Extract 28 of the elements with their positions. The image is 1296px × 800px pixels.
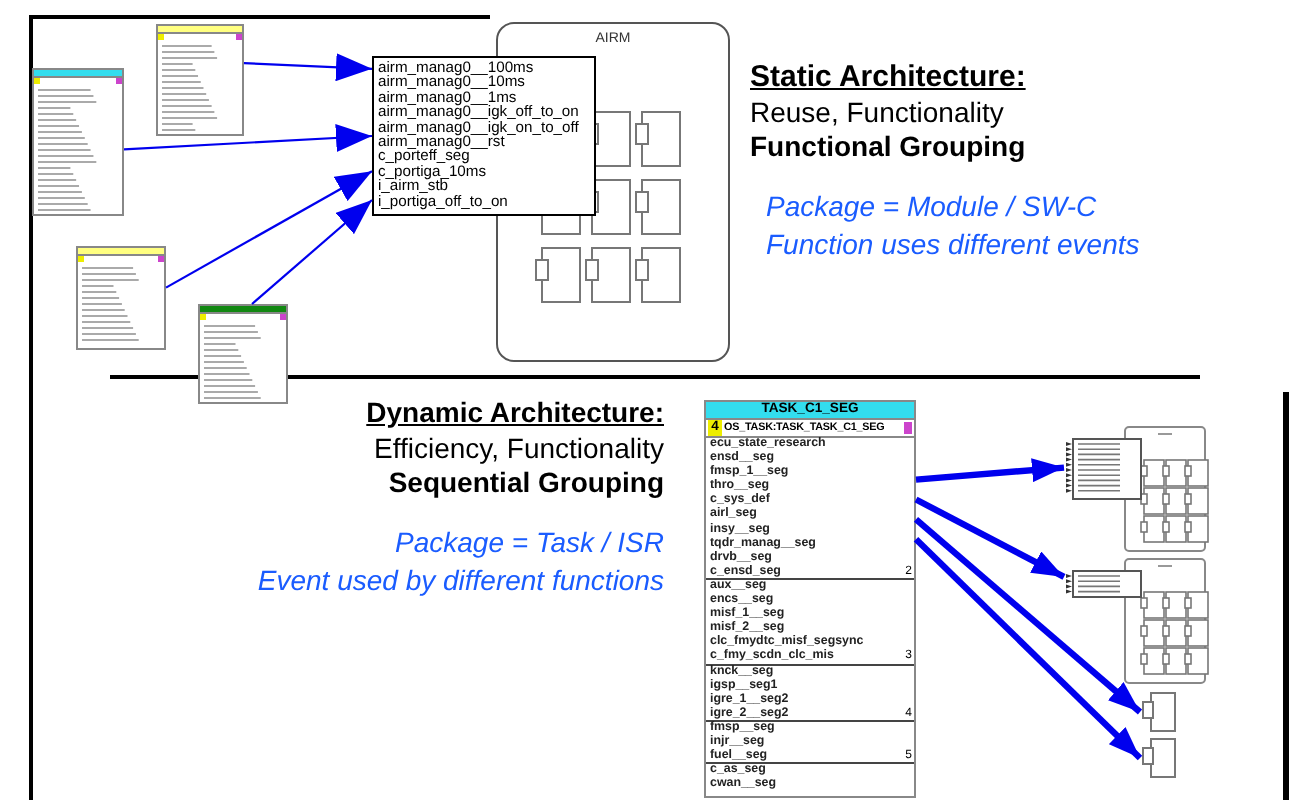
task-table-drawing — [198, 304, 288, 404]
package-drawing — [1064, 558, 1208, 684]
note-text: Package = Module / SW-C — [766, 190, 1097, 222]
port-list-box — [372, 56, 596, 216]
heading: Static Architecture: — [750, 60, 1026, 94]
task-table-drawing — [156, 24, 244, 136]
task-table-drawing — [32, 68, 124, 216]
arrow — [243, 53, 373, 82]
arrow — [914, 496, 1066, 580]
note-text: Event used by different functions — [257, 564, 664, 596]
arrow — [913, 537, 1143, 761]
component-box — [1140, 738, 1176, 778]
arrow — [915, 458, 1065, 483]
task-table — [704, 400, 916, 798]
subtitle: Efficiency, Functionality — [374, 432, 664, 464]
task-table-drawing — [76, 246, 166, 350]
component-box — [1140, 692, 1176, 732]
package-drawing — [1064, 426, 1208, 552]
heading: Dynamic Architecture: — [366, 396, 664, 428]
subtitle: Reuse, Functionality — [750, 96, 1004, 128]
note-text: Package = Task / ISR — [395, 526, 664, 558]
arrow — [123, 123, 373, 152]
arrow — [913, 516, 1143, 715]
arrow — [251, 199, 373, 305]
note-text: Function uses different events — [766, 228, 1140, 260]
arrow — [165, 170, 373, 289]
subtitle: Sequential Grouping — [388, 466, 664, 498]
subtitle: Functional Grouping — [750, 130, 1026, 162]
